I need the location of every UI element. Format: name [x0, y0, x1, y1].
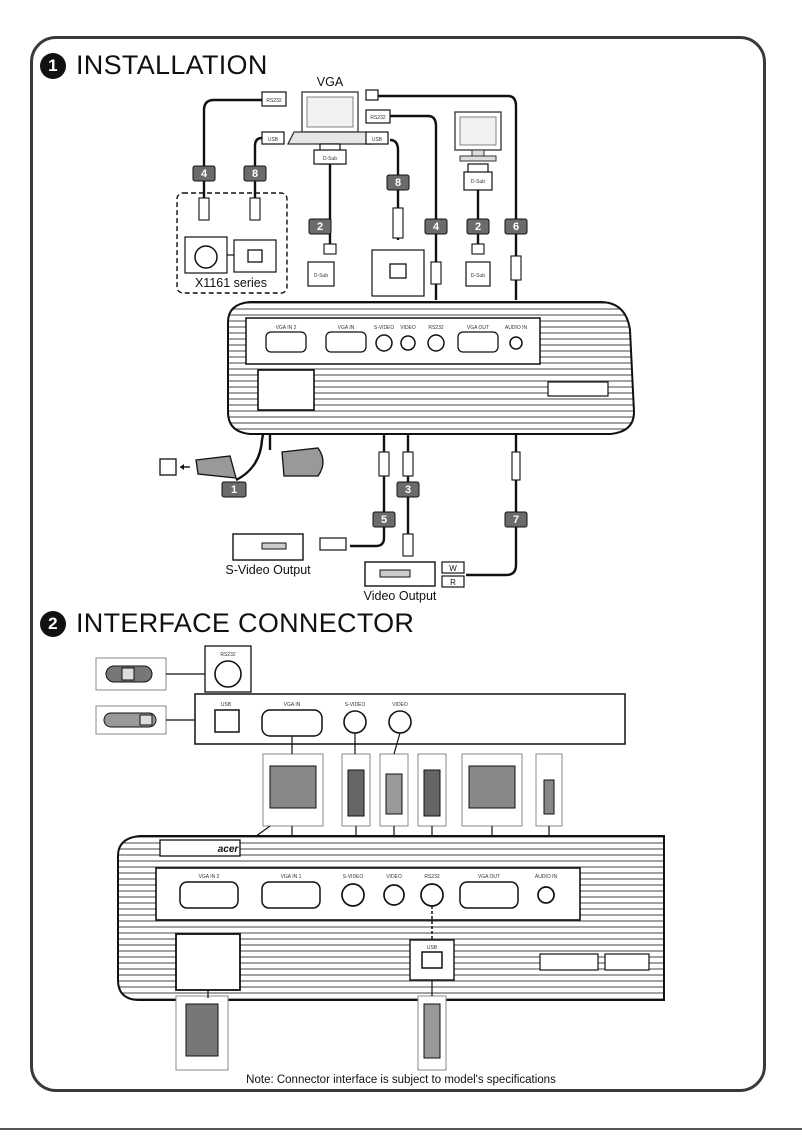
svg-text:R: R [450, 578, 456, 587]
svg-text:RS232: RS232 [424, 874, 440, 880]
cable-tag-5: 5 [372, 511, 396, 528]
cable-tag-2b: 2 [466, 218, 490, 235]
cable-tag-8b: 8 [386, 174, 410, 191]
usb-plug-inset [95, 705, 167, 735]
rs232-port-right: RS232 [365, 109, 391, 124]
bottom-rule [0, 1128, 802, 1130]
dsub-label-projector: D-Sub [314, 273, 328, 279]
svideo-output-label: S-Video Output [225, 563, 311, 577]
proj-audio-in-label: AUDIO IN [505, 325, 528, 331]
power-plug-icon [195, 447, 324, 479]
panel-usb-label: USB [221, 702, 232, 708]
rs232-right-label: RS232 [370, 115, 386, 121]
cable-tag-1: 1 [221, 481, 247, 498]
monitor-dsub-connector: D-Sub [463, 163, 493, 191]
usb-right-label: USB [372, 137, 383, 143]
installation-heading: 1 INSTALLATION [40, 50, 268, 81]
inset-rs232-label: RS232 [220, 652, 236, 658]
proj-vga-in1-label: VGA IN [338, 325, 355, 331]
large-projector-port-labels: VGA IN 2 VGA IN 1 S-VIDEO VIDEO RS232 VG… [199, 874, 558, 951]
panel-vga-in-label: VGA IN [284, 702, 301, 708]
dsub-label-vgaout: D-Sub [471, 273, 485, 279]
vga-label: VGA [317, 75, 344, 89]
dsub-label-top: D-Sub [323, 156, 337, 162]
svg-text:8: 8 [252, 168, 258, 180]
page-frame [30, 36, 766, 1092]
section-2-badge: 2 [40, 610, 66, 637]
x1161-series-label: X1161 series [195, 276, 267, 290]
interface-heading: 2 INTERFACE CONNECTOR [40, 608, 414, 639]
interface-title: INTERFACE CONNECTOR [76, 608, 415, 638]
dsub-label-monitor: D-Sub [471, 179, 485, 185]
audio-jack-top [365, 89, 379, 101]
svideo-device-icon [232, 533, 347, 561]
proj-video-label: VIDEO [400, 325, 416, 331]
brand-logo: acer [218, 844, 240, 855]
svg-text:4: 4 [201, 168, 208, 180]
svg-text:AUDIO IN: AUDIO IN [535, 874, 558, 880]
svg-text:7: 7 [513, 514, 519, 526]
svg-text:2: 2 [475, 221, 481, 233]
svg-text:W: W [449, 564, 457, 573]
laptop-usb-label: USB [268, 137, 279, 143]
svg-text:VGA OUT: VGA OUT [478, 874, 500, 880]
laptop-rs232-label: RS232 [266, 98, 282, 104]
projector-port-labels: VGA IN 2 VGA IN S-VIDEO VIDEO RS232 VGA … [276, 325, 528, 331]
svg-text:1: 1 [231, 484, 237, 496]
panel-video-label: VIDEO [392, 702, 408, 708]
section-1-badge: 1 [40, 52, 66, 79]
projector-dsub-connector: D-Sub D-Sub [307, 261, 491, 287]
projector-body-large [117, 835, 665, 1001]
wall-socket-icon [159, 458, 190, 476]
svg-text:S-VIDEO: S-VIDEO [343, 874, 364, 880]
cable-tag-7: 7 [504, 511, 528, 528]
cable-tag-4a: 4 [192, 165, 216, 182]
proj-rs232-label: RS232 [428, 325, 444, 331]
cable-tag-2a: 2 [308, 218, 332, 235]
video-output-label: Video Output [364, 589, 437, 603]
svg-text:VIDEO: VIDEO [386, 874, 402, 880]
svg-text:5: 5 [381, 514, 387, 526]
installation-title: INSTALLATION [76, 50, 268, 80]
svg-text:4: 4 [433, 221, 440, 233]
cable-plugs [198, 197, 522, 557]
laptop-dsub-connector: D-Sub [313, 143, 347, 165]
svg-text:6: 6 [513, 221, 519, 233]
power-cord-plug-image [175, 995, 229, 1071]
proj-vga-in2-label: VGA IN 2 [276, 325, 297, 331]
model-note: Note: Connector interface is subject to … [246, 1074, 556, 1086]
proj-vga-out-label: VGA OUT [467, 325, 489, 331]
svg-text:8: 8 [395, 177, 401, 189]
connector-images-row [262, 753, 563, 827]
cable-tag-4b: 4 [424, 218, 448, 235]
rs232-plug-inset [95, 657, 167, 691]
cable-tag-3: 3 [396, 481, 420, 498]
rs232-port-inset: RS232 [204, 645, 252, 693]
svg-text:3: 3 [405, 484, 411, 496]
projector-body [227, 301, 636, 435]
svg-text:USB: USB [427, 945, 438, 951]
cable-tag-8a: 8 [243, 165, 267, 182]
laptop-rs232-port: RS232 [261, 91, 287, 107]
svg-text:VGA IN 1: VGA IN 1 [281, 874, 302, 880]
monitor-icon [454, 111, 502, 162]
cable-tag-6: 6 [504, 218, 528, 235]
svg-text:VGA IN 2: VGA IN 2 [199, 874, 220, 880]
usb-port-right: USB [365, 131, 389, 145]
proj-svideo-label: S-VIDEO [374, 325, 395, 331]
usb-inset-box [371, 249, 425, 297]
panel-svideo-label: S-VIDEO [345, 702, 366, 708]
laptop-usb-port: USB [261, 131, 285, 145]
laptop-icon [286, 91, 374, 145]
cable-number-tags: 4 8 2 8 4 2 6 1 3 5 7 [192, 165, 528, 528]
x1161-series-box: X1161 series [176, 192, 288, 294]
svg-text:2: 2 [317, 221, 323, 233]
rear-panel-inset: USB VGA IN S-VIDEO VIDEO [194, 693, 626, 745]
video-device-icon: W R [364, 561, 465, 588]
usb-cable-plug-image [417, 995, 447, 1071]
